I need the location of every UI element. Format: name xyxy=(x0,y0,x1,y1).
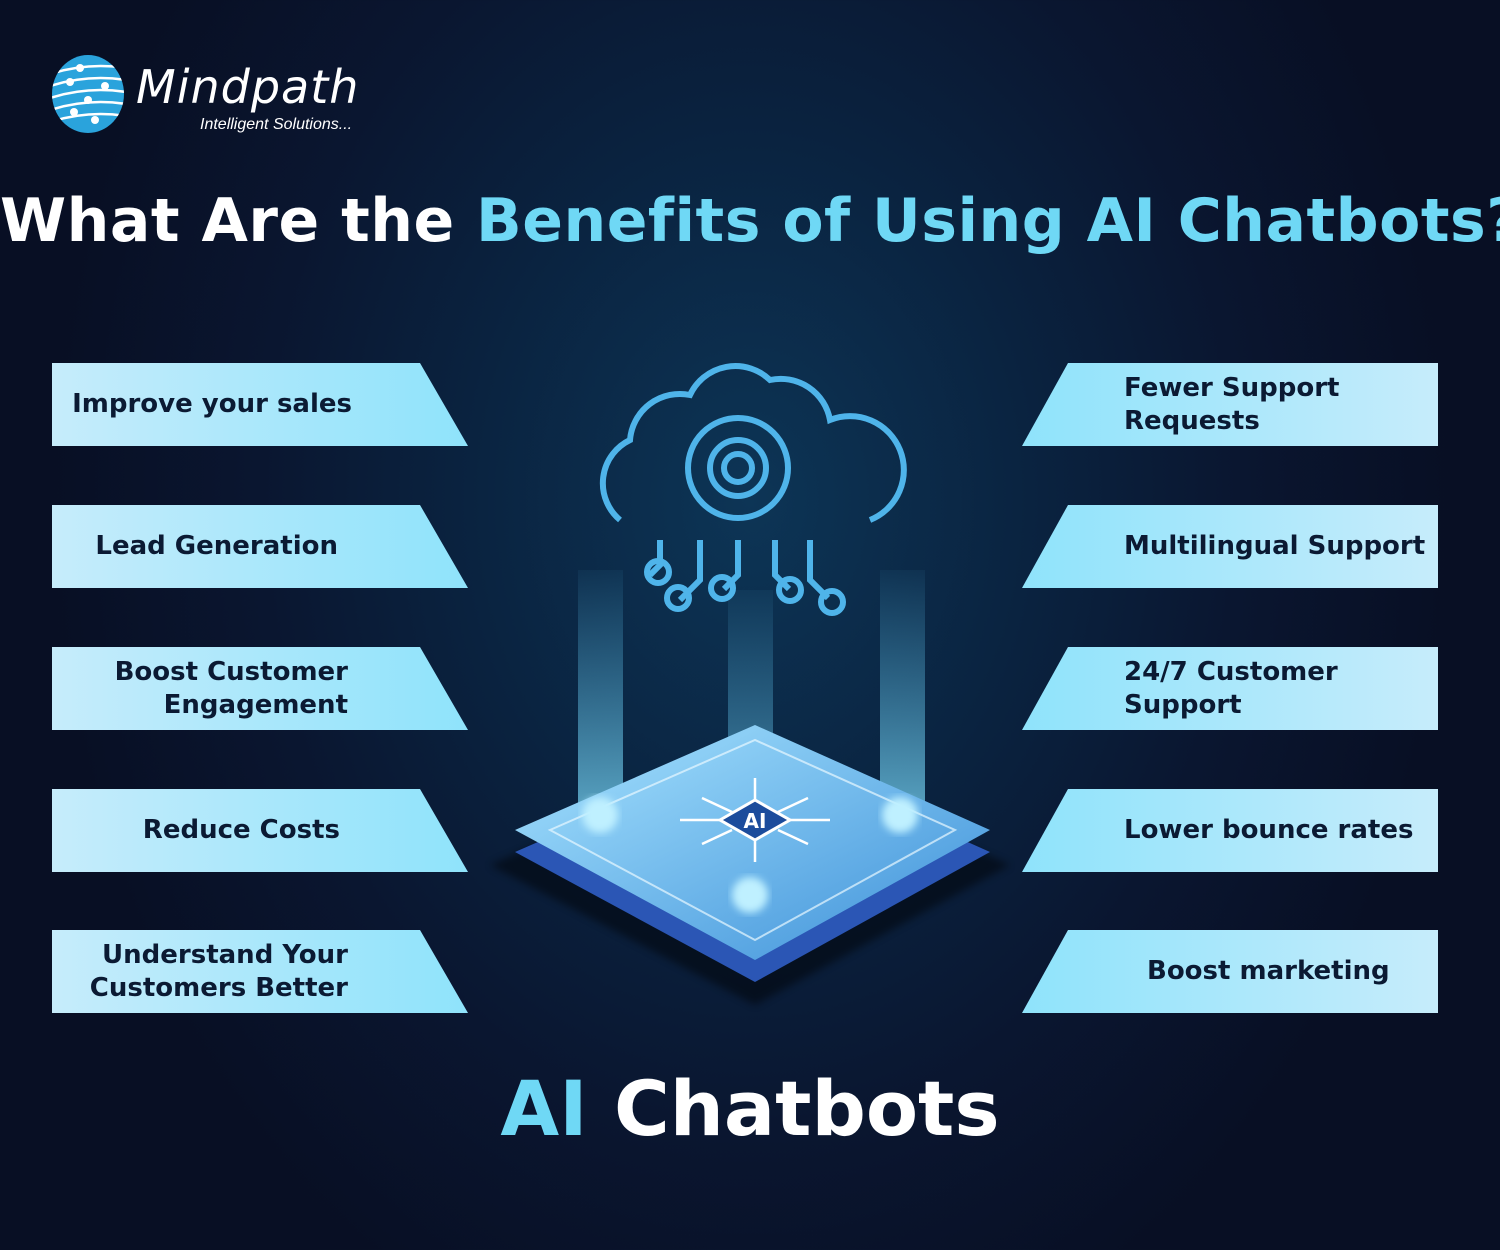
chip-platform: AI xyxy=(490,725,1010,1005)
benefit-card: Lead Generation xyxy=(52,505,468,588)
title-part-white: What Are the xyxy=(0,186,477,256)
footer-part-white: Chatbots xyxy=(587,1064,1000,1153)
benefit-label: Multilingual Support xyxy=(1124,531,1426,561)
benefit-card: Lower bounce rates xyxy=(1022,789,1438,872)
benefit-label: 24/7 Customer Support xyxy=(1124,656,1338,720)
title-part-highlight: Benefits of Using AI Chatbots? xyxy=(476,186,1500,256)
brand-tagline: Intelligent Solutions... xyxy=(200,116,353,133)
page-title: What Are the Benefits of Using AI Chatbo… xyxy=(0,186,1500,256)
benefit-label: Reduce Costs xyxy=(142,815,340,845)
brand-name: Mindpath xyxy=(136,60,360,114)
chip-label: AI xyxy=(744,809,767,833)
benefit-card: Improve your sales xyxy=(52,363,468,446)
benefit-card: Boost Customer Engagement xyxy=(52,647,468,730)
brand-logo: Mindpath Intelligent Solutions... xyxy=(50,54,380,144)
benefit-card: Reduce Costs xyxy=(52,789,468,872)
benefit-card: Understand Your Customers Better xyxy=(52,930,468,1013)
benefit-card: Fewer Support Requests xyxy=(1022,363,1438,446)
benefit-card: 24/7 Customer Support xyxy=(1022,647,1438,730)
benefit-label: Understand Your Customers Better xyxy=(89,939,348,1003)
ai-chip-illustration: AI xyxy=(490,363,1010,1005)
globe-icon xyxy=(52,55,124,133)
cloud-gear-icon xyxy=(599,363,907,616)
benefit-label: Improve your sales xyxy=(72,389,352,419)
benefit-label: Boost Customer Engagement xyxy=(114,656,348,720)
benefit-card: Boost marketing xyxy=(1022,930,1438,1013)
benefit-label: Lead Generation xyxy=(95,531,338,561)
benefit-label: Lower bounce rates xyxy=(1124,815,1414,845)
benefit-label: Boost marketing xyxy=(1147,956,1390,986)
benefit-label: Fewer Support Requests xyxy=(1124,372,1340,436)
benefit-card: Multilingual Support xyxy=(1022,505,1438,588)
footer-part-highlight: AI xyxy=(500,1064,588,1153)
footer-title: AI Chatbots xyxy=(0,1064,1500,1153)
